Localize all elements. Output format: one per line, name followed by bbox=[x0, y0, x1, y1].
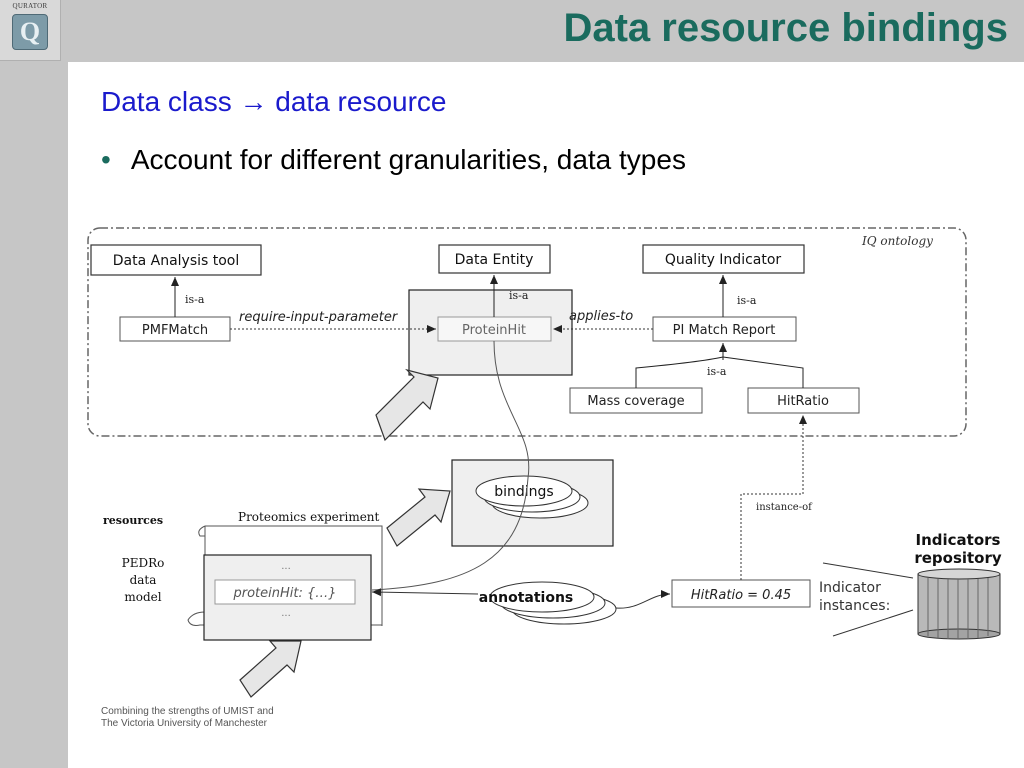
bindings-label: bindings bbox=[494, 484, 553, 500]
quality-indicator-label: Quality Indicator bbox=[665, 252, 782, 268]
proteinhit-label: ProteinHit bbox=[462, 323, 526, 338]
pedro-label-3: model bbox=[124, 590, 161, 604]
indicators-repository-label-2: repository bbox=[914, 549, 1002, 567]
footer: Combining the strengths of UMIST and The… bbox=[101, 706, 274, 730]
protein-hit-instance-box bbox=[214, 579, 356, 605]
iq-ontology-boundary bbox=[87, 227, 967, 437]
hitratio-box bbox=[747, 387, 860, 414]
pedro-label-2: data bbox=[130, 573, 157, 587]
indicator-instances-label-1: Indicator bbox=[819, 580, 881, 596]
pedro-label-1: PEDRo bbox=[122, 556, 165, 570]
ellipsis-top: ... bbox=[281, 561, 291, 572]
is-a-label-3: is-a bbox=[737, 294, 757, 307]
bullet-text: Account for different granularities, dat… bbox=[130, 144, 686, 175]
hitratio-label: HitRatio bbox=[777, 394, 829, 409]
pi-match-report-box bbox=[652, 316, 797, 342]
header-bar bbox=[0, 0, 1024, 62]
annotations-to-proteinhit-edge bbox=[371, 588, 479, 597]
data-entity-label: Data Entity bbox=[455, 252, 534, 268]
logo-q-icon: Q bbox=[12, 14, 48, 50]
bullet-dot-icon: • bbox=[101, 144, 111, 175]
proteomics-experiment-label: Proteomics experiment bbox=[238, 510, 380, 524]
annotations-to-hitratio-edge bbox=[615, 590, 671, 609]
annotations-label: annotations bbox=[479, 590, 574, 606]
data-entity-box bbox=[438, 244, 551, 274]
iq-ontology-label: IQ ontology bbox=[861, 234, 933, 248]
logo-text: QURATOR bbox=[12, 2, 48, 10]
hitratio-instance-label: HitRatio = 0.45 bbox=[691, 588, 791, 603]
callout-arrow-resources bbox=[239, 640, 302, 698]
data-analysis-tool-box bbox=[90, 244, 262, 276]
qurator-logo: QURATOR Q bbox=[0, 0, 61, 61]
require-input-parameter-label: require-input-parameter bbox=[239, 310, 399, 325]
section-subtitle: Data class → data resource bbox=[101, 86, 447, 117]
quality-indicator-box bbox=[642, 244, 805, 274]
is-a-label-2: is-a bbox=[509, 289, 529, 302]
repository-cylinder-icon bbox=[917, 568, 1001, 640]
footer-line-1: Combining the strengths of UMIST and bbox=[101, 706, 274, 717]
bullet-item: • Account for different granularities, da… bbox=[101, 144, 686, 176]
ellipsis-bottom: ... bbox=[281, 608, 291, 619]
protein-hit-instance-label: proteinHit: {…} bbox=[232, 586, 336, 601]
annotations-stack-front bbox=[489, 581, 595, 613]
resources-label: resources bbox=[103, 514, 163, 527]
indicators-repository-label-1: Indicators bbox=[916, 531, 1001, 549]
page-title: Data resource bindings bbox=[563, 6, 1008, 50]
footer-line-2: The Victoria University of Manchester bbox=[101, 718, 267, 729]
callout-arrow-proteinhit bbox=[375, 368, 439, 442]
proteinhit-box bbox=[437, 316, 552, 342]
sidebar bbox=[0, 0, 68, 768]
pmfmatch-label: PMFMatch bbox=[142, 323, 208, 338]
instance-of-edge bbox=[740, 415, 807, 580]
pmfmatch-box bbox=[119, 316, 231, 342]
indicator-line-bottom bbox=[832, 609, 914, 637]
indicator-line-top bbox=[822, 562, 914, 579]
instance-of-label: instance-of bbox=[756, 502, 813, 513]
mass-coverage-label: Mass coverage bbox=[587, 394, 684, 409]
binding-curve bbox=[371, 340, 530, 591]
is-a-edge-hitratio bbox=[722, 356, 804, 388]
is-a-label-4: is-a bbox=[707, 365, 727, 378]
data-analysis-tool-label: Data Analysis tool bbox=[113, 253, 240, 269]
applies-to-label: applies-to bbox=[569, 309, 633, 324]
pi-match-report-label: PI Match Report bbox=[673, 323, 776, 338]
is-a-edge-mass-coverage bbox=[635, 356, 724, 388]
indicator-instances-label-2: instances: bbox=[819, 598, 890, 614]
callout-arrow-bindings bbox=[386, 488, 451, 547]
is-a-label-1: is-a bbox=[185, 293, 205, 306]
